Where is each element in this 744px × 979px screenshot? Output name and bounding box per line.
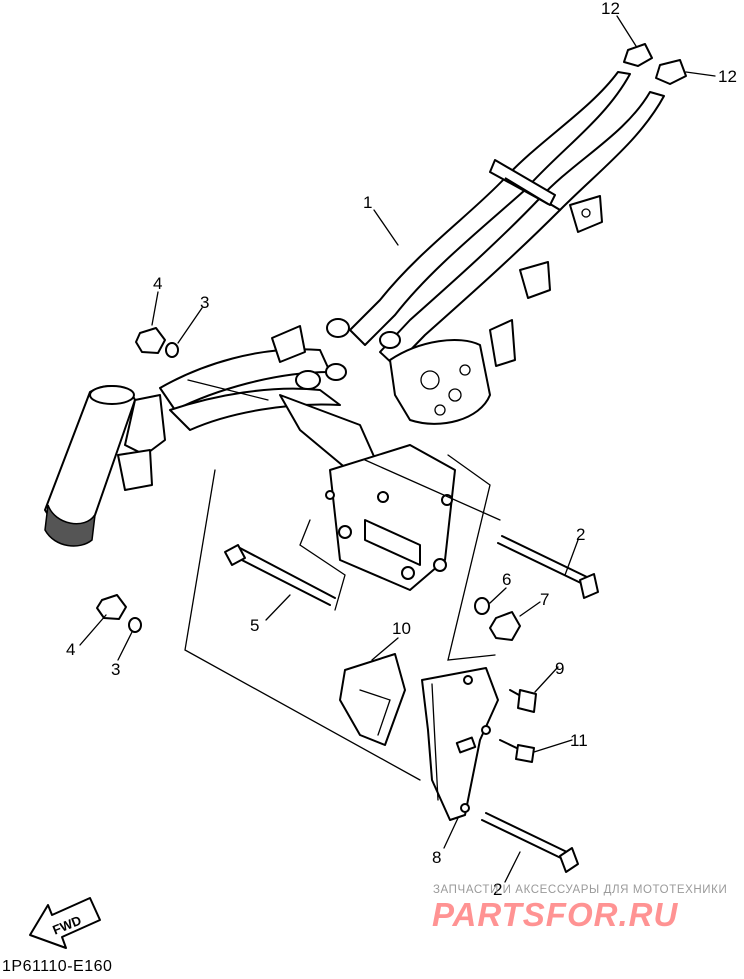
steering-head-tube bbox=[44, 385, 166, 547]
callout-4b: 4 bbox=[66, 640, 75, 659]
engine-mount-cover bbox=[339, 653, 406, 746]
engine-mount-plate bbox=[421, 667, 499, 821]
assembly-lines bbox=[184, 379, 501, 781]
callout-numbers: 1 2 2 3 3 4 4 5 6 7 8 9 10 11 12 12 bbox=[66, 0, 737, 899]
callout-11: 11 bbox=[570, 731, 588, 750]
bolts bbox=[224, 535, 599, 873]
callout-7: 7 bbox=[540, 590, 549, 609]
engine-mount-bracket bbox=[325, 444, 456, 591]
callout-5: 5 bbox=[250, 616, 259, 635]
main-frame bbox=[159, 71, 665, 481]
callout-1: 1 bbox=[363, 193, 372, 212]
callout-2a: 2 bbox=[576, 525, 585, 544]
drawing-code: 1P61110-E160 bbox=[2, 958, 113, 975]
callout-9: 9 bbox=[555, 659, 564, 678]
watermark-tagline: ЗАПЧАСТИ И АКСЕССУАРЫ ДЛЯ МОТОТЕХНИКИ bbox=[433, 884, 728, 896]
callout-10: 10 bbox=[392, 619, 411, 638]
fwd-arrow: FWD bbox=[29, 897, 101, 949]
watermark-logo: PARTSFOR.RU bbox=[432, 896, 679, 933]
callout-12a: 12 bbox=[601, 0, 620, 18]
callout-2b: 2 bbox=[493, 880, 502, 899]
callout-12b: 12 bbox=[718, 67, 737, 86]
leader-lines bbox=[79, 15, 716, 883]
callout-3a: 3 bbox=[200, 293, 209, 312]
callout-4a: 4 bbox=[153, 274, 162, 293]
callout-8: 8 bbox=[432, 848, 441, 867]
callout-3b: 3 bbox=[111, 660, 120, 679]
fasteners bbox=[96, 43, 687, 641]
callout-6: 6 bbox=[502, 570, 511, 589]
